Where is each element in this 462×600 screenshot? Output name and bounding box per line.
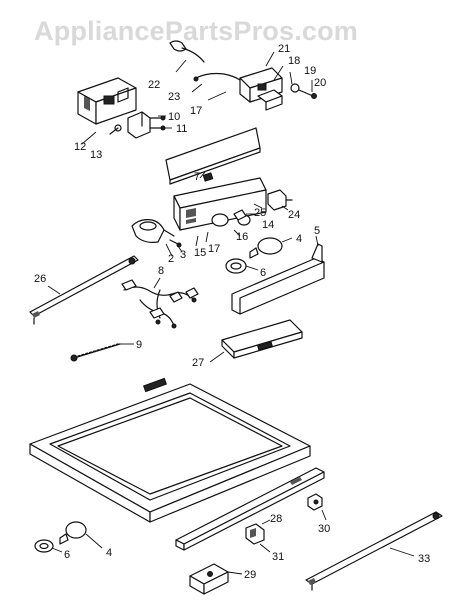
part-2-lamp-socket — [131, 219, 175, 243]
callout-26: 26 — [34, 273, 46, 285]
part-27-lens — [221, 319, 303, 359]
part-28-front-rail — [175, 467, 325, 551]
callout-4-upper: 4 — [296, 233, 302, 245]
part-3-screw — [169, 239, 182, 248]
part-25-light-panel — [173, 177, 267, 231]
part-13-screw — [109, 124, 122, 135]
callout-6-lower: 6 — [64, 549, 70, 561]
part-4-light-bulb — [249, 237, 283, 259]
part-16-bulb-socket — [211, 213, 251, 227]
part-22-wire-clip — [169, 40, 205, 63]
part-31-clip — [245, 523, 265, 545]
part-14-clip — [233, 209, 247, 221]
callout-16: 16 — [236, 231, 248, 243]
part-7-mounting-plate — [165, 127, 261, 185]
callout-25: 25 — [254, 207, 266, 219]
callout-8: 8 — [158, 265, 164, 277]
part-26-left-rail — [29, 255, 139, 325]
part-29-bracket — [189, 563, 229, 595]
callout-17-upper: 17 — [190, 105, 202, 117]
callout-9: 9 — [136, 339, 142, 351]
callout-33: 33 — [418, 553, 430, 565]
callout-17-lower: 17 — [208, 243, 220, 255]
callout-24: 24 — [288, 209, 300, 221]
callout-22: 22 — [148, 79, 160, 91]
part-4-light-bulb-lower — [59, 521, 87, 545]
callout-30: 30 — [318, 523, 330, 535]
part-6-bulb-cover — [225, 258, 247, 274]
callout-3: 3 — [180, 249, 186, 261]
callout-15: 15 — [194, 247, 206, 259]
callout-27: 27 — [192, 357, 204, 369]
callout-7: 7 — [194, 171, 200, 183]
callout-13: 13 — [90, 149, 102, 161]
part-6-bulb-cover-lower — [34, 539, 54, 553]
watermark: AppliancePartsPros.com — [34, 16, 359, 46]
part-8-wire-harness — [121, 279, 199, 329]
part-5-lamp-shield — [231, 243, 325, 315]
callout-19: 19 — [304, 65, 316, 77]
part-12-thermostat-housing — [77, 77, 137, 125]
callout-4-lower: 4 — [106, 547, 112, 559]
part-30-clip — [307, 493, 323, 511]
callout-21: 21 — [278, 43, 290, 55]
callout-12: 12 — [74, 141, 86, 153]
part-18-socket — [257, 89, 283, 111]
callout-18: 18 — [288, 55, 300, 67]
callout-29: 29 — [244, 569, 256, 581]
callout-10: 10 — [168, 111, 180, 123]
part-24-switch — [267, 189, 293, 211]
callout-28: 28 — [270, 513, 282, 525]
callout-2: 2 — [168, 253, 174, 265]
part-19-20-screw — [290, 83, 317, 99]
callout-11: 11 — [176, 123, 187, 135]
part-33-right-rail — [305, 511, 443, 591]
callout-20: 20 — [314, 77, 326, 89]
part-23-wire — [193, 72, 241, 82]
callout-5: 5 — [314, 225, 320, 237]
callout-14: 14 — [262, 219, 274, 231]
callout-6-upper: 6 — [260, 267, 266, 279]
part-9-crisper-cover-frame — [29, 377, 311, 523]
part-9-screw — [70, 343, 121, 362]
callout-31: 31 — [272, 551, 284, 563]
callout-23: 23 — [168, 91, 180, 103]
